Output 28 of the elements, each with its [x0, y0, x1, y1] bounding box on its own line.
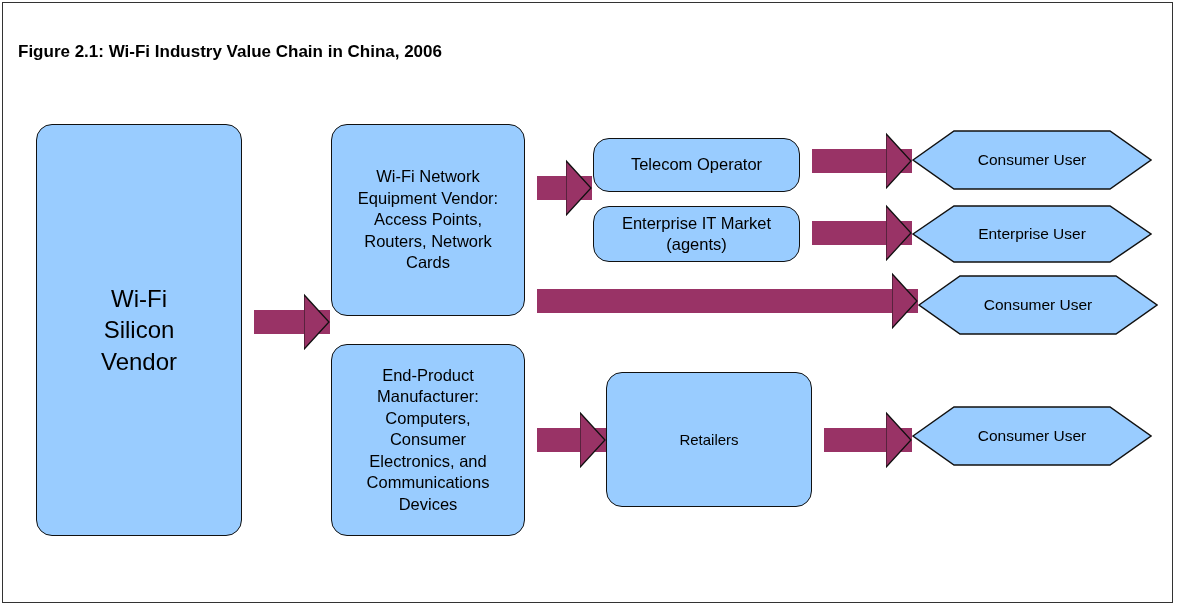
block-arrow: [537, 159, 592, 217]
node-label: Wi-Fi Network Equipment Vendor: Access Points, Routers, Network Cards: [356, 166, 500, 274]
hexagon-node: [918, 275, 1158, 335]
process-box: [331, 124, 525, 316]
node-label: Telecom Operator: [630, 154, 763, 176]
node-label: Wi-Fi Silicon Vendor: [99, 284, 179, 377]
node-label: Enterprise User: [978, 223, 1086, 244]
node-label: Retailers: [679, 429, 739, 450]
block-arrow: [254, 293, 330, 351]
process-box: [593, 138, 800, 192]
process-box: [606, 372, 812, 507]
hexagon-node: [912, 205, 1152, 263]
block-arrow: [812, 204, 912, 262]
process-box: [331, 344, 525, 536]
hexagon-node: [912, 130, 1152, 190]
hexagon-node: [912, 406, 1152, 466]
block-arrow: [812, 132, 912, 190]
node-label: Consumer User: [977, 149, 1087, 170]
process-box: [36, 124, 242, 536]
figure-title: Figure 2.1: Wi-Fi Industry Value Chain in China, 2006: [18, 42, 442, 62]
node-label: End-Product Manufacturer: Computers, Consumer Electronics, and Communications Devices: [365, 364, 491, 515]
node-label: Enterprise IT Market (agents): [620, 212, 773, 255]
block-arrow: [537, 272, 918, 330]
block-arrow: [537, 411, 606, 469]
node-label: Consumer User: [977, 425, 1087, 446]
block-arrow: [824, 411, 912, 469]
node-label: Consumer User: [983, 294, 1093, 315]
process-box: [593, 206, 800, 262]
